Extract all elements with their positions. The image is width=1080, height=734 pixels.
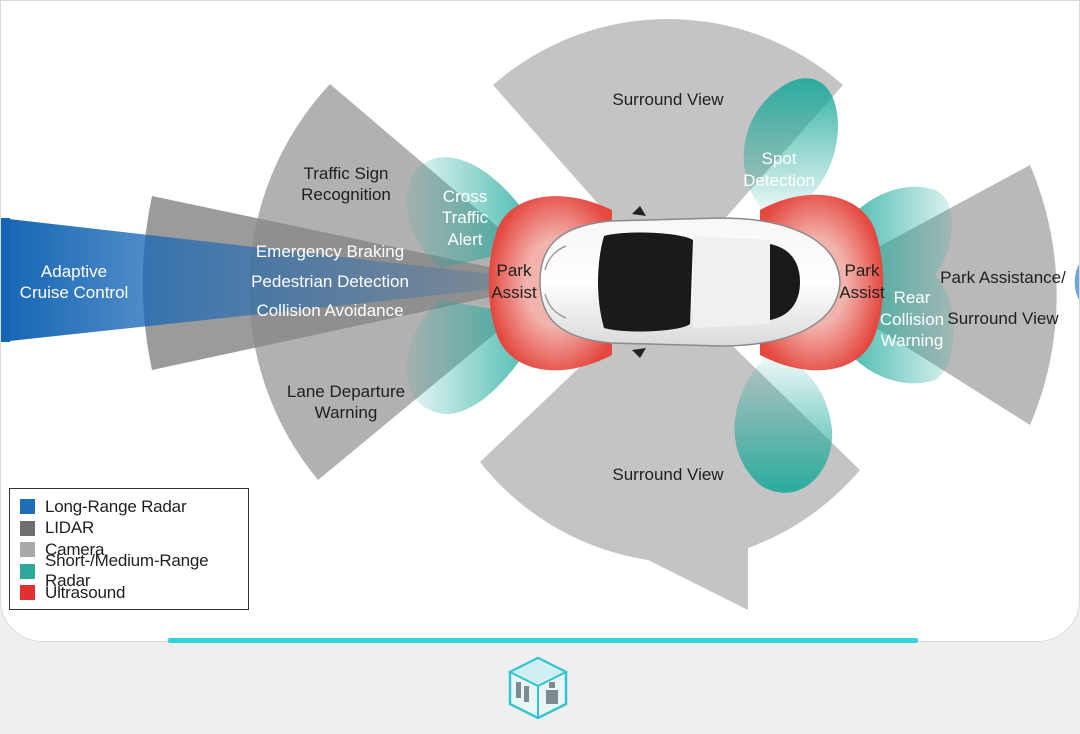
legend-item: Long-Range Radar [20, 496, 238, 518]
label-cross-traffic-2: Traffic [442, 208, 489, 227]
label-adaptive-cruise-1: Adaptive [41, 262, 107, 281]
legend-swatch-short-medium-radar [20, 563, 35, 579]
label-pedestrian-detection: Pedestrian Detection [251, 272, 409, 291]
label-rear-collision-3: Warning [881, 331, 944, 350]
spot-detection-bottom-zone [734, 352, 833, 493]
legend-swatch-camera [20, 542, 35, 558]
surround-view-bottom-zone [480, 283, 860, 610]
accent-divider-bar [168, 638, 918, 643]
label-spot-detection-1: Spot [762, 149, 797, 168]
legend-item: Camera [20, 539, 238, 561]
legend-swatch-lidar [20, 520, 35, 536]
legend-swatch-ultrasound [20, 585, 35, 601]
spot-detection-top-zone [743, 78, 838, 219]
label-lane-departure-2: Warning [315, 403, 378, 422]
label-surround-view-top: Surround View [612, 90, 724, 109]
label-park-assist-rear-1: Park [845, 261, 880, 280]
label-park-assistance-2: Surround View [947, 309, 1059, 328]
label-collision-avoidance: Collision Avoidance [256, 301, 403, 320]
label-park-assist-front-2: Assist [491, 283, 537, 302]
label-cross-traffic-1: Cross [443, 187, 487, 206]
label-park-assistance-1: Park Assistance/ [940, 268, 1066, 287]
label-traffic-sign-2: Recognition [301, 185, 391, 204]
label-traffic-sign-1: Traffic Sign [303, 164, 388, 183]
adas-sensor-diagram: Adaptive Cruise Control Traffic Sign Rec… [0, 18, 1080, 610]
label-cross-traffic-3: Alert [448, 230, 483, 249]
label-emergency-braking: Emergency Braking [256, 242, 404, 261]
legend: Long-Range Radar LIDAR Camera Short-/Med… [9, 488, 249, 610]
cube-logo-icon [507, 656, 569, 720]
legend-label: Ultrasound [45, 582, 126, 602]
label-park-assist-front-1: Park [497, 261, 532, 280]
legend-label: LIDAR [45, 518, 95, 538]
label-park-assist-rear-2: Assist [839, 283, 885, 302]
label-rear-collision-1: Rear [894, 288, 931, 307]
label-rear-collision-2: Collision [880, 310, 944, 329]
legend-label: Short-/Medium-Range Radar [45, 551, 209, 591]
legend-label: Long-Range Radar [45, 496, 187, 516]
legend-item: LIDAR [20, 518, 238, 540]
legend-swatch-long-range-radar [20, 499, 35, 515]
label-spot-detection-2: Detection [743, 171, 815, 190]
legend-item: Short-/Medium-Range Radar [20, 551, 238, 590]
legend-label: Camera [45, 539, 105, 559]
long-range-radar-zone [0, 218, 560, 342]
car-top-view [539, 206, 841, 358]
label-surround-view-bottom: Surround View [612, 465, 724, 484]
legend-item: Ultrasound [20, 582, 238, 604]
diagram-card: Adaptive Cruise Control Traffic Sign Rec… [0, 0, 1080, 642]
label-lane-departure-1: Lane Departure [287, 382, 405, 401]
label-adaptive-cruise-2: Cruise Control [20, 283, 129, 302]
surround-view-top-zone [493, 18, 843, 283]
